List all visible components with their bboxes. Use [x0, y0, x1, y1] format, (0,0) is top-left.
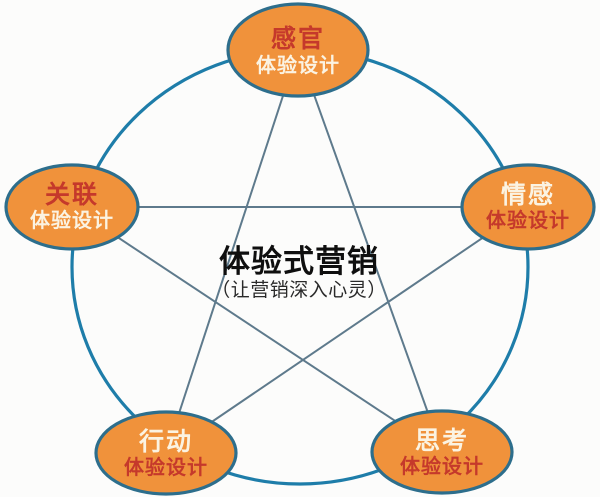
node-title-relate: 关联 [45, 181, 99, 209]
node-subtitle-sensory: 体验设计 [256, 53, 340, 77]
connector-emotion-act [165, 206, 529, 454]
node-ellipse-emotion [460, 163, 596, 251]
node-think: 思考 体验设计 [370, 409, 514, 495]
center-caption: 体验式营销 （让营销深入心灵） [211, 244, 387, 301]
node-title-sensory: 感官 [271, 24, 325, 53]
node-title-act: 行动 [138, 428, 193, 456]
node-title-think: 思考 [415, 427, 469, 455]
center-subtitle: （让营销深入心灵） [211, 279, 387, 301]
node-subtitle-think: 体验设计 [400, 454, 484, 478]
connector-sensory-think [297, 49, 443, 453]
node-act: 行动 体验设计 [94, 410, 238, 496]
center-title: 体验式营销 [219, 244, 379, 279]
node-ellipse-sensory [226, 2, 370, 98]
connector-sensory-act [165, 49, 299, 454]
node-sensory: 感官 体验设计 [226, 2, 370, 98]
node-subtitle-relate: 体验设计 [30, 208, 114, 232]
node-subtitle-emotion: 体验设计 [486, 208, 570, 232]
node-title-emotion: 情感 [501, 180, 555, 209]
node-subtitle-act: 体验设计 [124, 455, 208, 479]
node-ellipse-relate [4, 163, 140, 251]
connector-relate-think [71, 206, 443, 453]
node-relate: 关联 体验设计 [4, 163, 140, 251]
node-ellipse-act [94, 410, 238, 496]
node-ellipse-think [370, 409, 514, 495]
node-emotion: 情感 体验设计 [460, 163, 596, 251]
